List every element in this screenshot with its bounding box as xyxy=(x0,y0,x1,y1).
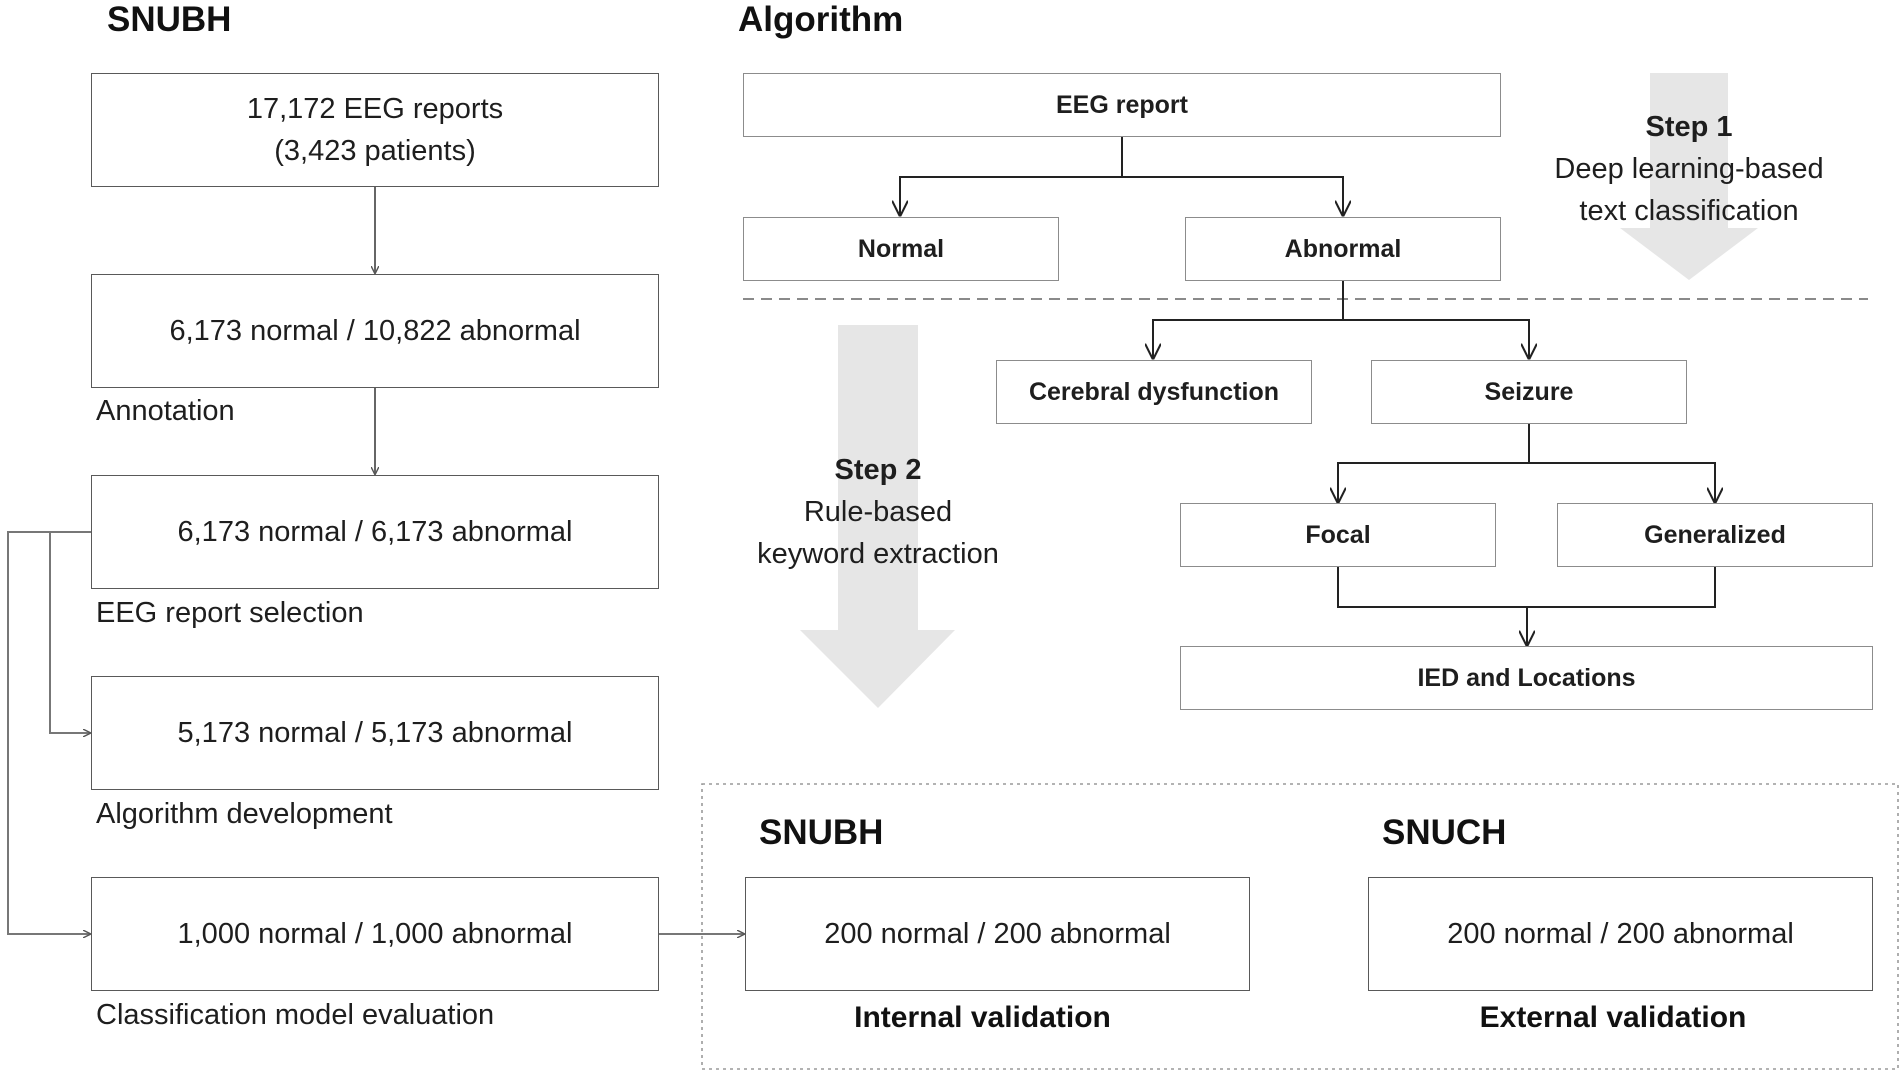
label-annotation: Annotation xyxy=(96,395,235,427)
validation-container xyxy=(701,783,1899,1070)
box-eeg-reports-line2: (3,423 patients) xyxy=(274,135,476,167)
step2-title: Step 2 xyxy=(834,454,922,486)
box-external-validation: 200 normal / 200 abnormal xyxy=(1368,877,1873,991)
box-algorithm-development: 5,173 normal / 5,173 abnormal xyxy=(91,676,659,790)
connector-selection-to-dev xyxy=(49,531,91,733)
label-classification-model-evaluation: Classification model evaluation xyxy=(96,999,495,1031)
box-classification-evaluation: 1,000 normal / 1,000 abnormal xyxy=(91,877,659,991)
step1-line1: Deep learning-based xyxy=(1554,153,1824,186)
node-abnormal: Abnormal xyxy=(1185,217,1501,281)
box-annotated: 6,173 normal / 10,822 abnormal xyxy=(91,274,659,388)
box-eeg-reports: 17,172 EEG reports (3,423 patients) xyxy=(91,73,659,187)
label-external-validation: External validation xyxy=(1479,1001,1747,1034)
algorithm-header: Algorithm xyxy=(738,0,904,39)
node-ied-locations: IED and Locations xyxy=(1180,646,1873,710)
step1-arrow xyxy=(1620,73,1758,280)
connector-selection-to-eval xyxy=(7,531,91,934)
tree-merge-to-ied xyxy=(1337,567,1716,608)
step1-title: Step 1 xyxy=(1645,111,1733,143)
step2-text: Step 2 Rule-based keyword extraction xyxy=(728,449,1028,575)
step2-line2: keyword extraction xyxy=(757,538,999,571)
node-cerebral-dysfunction: Cerebral dysfunction xyxy=(996,360,1312,424)
label-eeg-report-selection: EEG report selection xyxy=(96,597,364,629)
tree-eeg-split xyxy=(900,137,1123,215)
tree-seizure-split xyxy=(1338,424,1530,502)
node-eeg-report: EEG report xyxy=(743,73,1501,137)
internal-site-header: SNUBH xyxy=(759,813,884,852)
node-seizure: Seizure xyxy=(1371,360,1687,424)
node-normal: Normal xyxy=(743,217,1059,281)
step1-line2: text classification xyxy=(1579,195,1799,228)
external-site-header: SNUCH xyxy=(1382,813,1507,852)
step2-arrow xyxy=(800,325,955,708)
node-focal: Focal xyxy=(1180,503,1496,567)
box-internal-validation: 200 normal / 200 abnormal xyxy=(745,877,1250,991)
label-algorithm-development: Algorithm development xyxy=(96,798,393,830)
label-internal-validation: Internal validation xyxy=(854,1001,1111,1034)
step2-line1: Rule-based xyxy=(803,496,953,529)
left-header: SNUBH xyxy=(107,0,232,39)
box-eeg-reports-line1: 17,172 EEG reports xyxy=(246,92,504,125)
tree-abnormal-split xyxy=(1153,281,1344,358)
node-generalized: Generalized xyxy=(1557,503,1873,567)
box-selected: 6,173 normal / 6,173 abnormal xyxy=(91,475,659,589)
step1-text: Step 1 Deep learning-based text classifi… xyxy=(1530,106,1848,232)
